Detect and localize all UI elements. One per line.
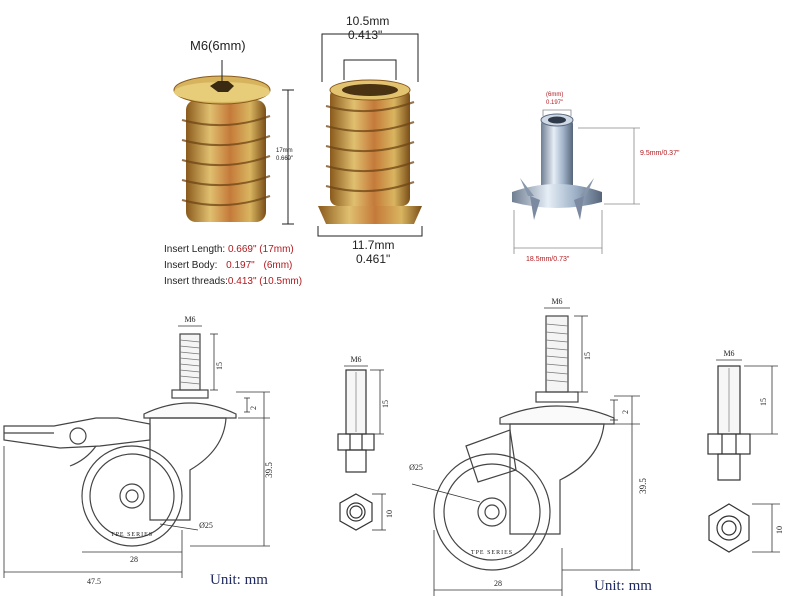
stem-1-hex: 10 (385, 510, 394, 518)
insert-thread-label: M6(6mm) (190, 38, 246, 53)
tee-nut-width: 18.5mm/0.73" (526, 256, 570, 263)
threaded-insert-left (173, 75, 271, 222)
tee-nut-dimensions (513, 109, 640, 254)
spec-insert-body: Insert Body: 0.197" (6mm) (164, 260, 293, 271)
stem-2-label: M6 (723, 349, 734, 358)
caster-brake-height: 39.5 (264, 462, 274, 478)
stem-2-length: 15 (759, 398, 768, 406)
caster-plain-wheel-width: 28 (494, 579, 502, 588)
insert-length-in: 0.669" (276, 156, 294, 162)
insert-outer-mm: 10.5mm (346, 14, 390, 28)
stem-detail-2-dimensions (716, 359, 780, 553)
caster-brake-wheel-dia: Ø25 (199, 521, 213, 530)
stem-detail-1-dimensions (344, 365, 386, 531)
caster-plain-wheel-dia: Ø25 (409, 463, 423, 472)
spec-insert-length: Insert Length: 0.669" (17mm) (164, 244, 294, 255)
unit-label-right: Unit: mm (594, 578, 652, 594)
threaded-insert-right (318, 79, 422, 224)
tee-nut-bore-in: 0.197" (546, 100, 564, 106)
caster-plain-tread: TPE SERIES (471, 550, 513, 556)
stem-detail-1 (337, 369, 375, 531)
caster-brake-stem-label: M6 (184, 315, 195, 324)
caster-brake-stem-length: 15 (215, 362, 224, 370)
insert-right-dimensions (317, 33, 423, 237)
stem-detail-2 (707, 365, 751, 553)
caster-plain-stem-label: M6 (551, 297, 562, 306)
caster-brake-wheel-width: 28 (130, 555, 138, 564)
tee-nut-height: 9.5mm/0.37" (640, 150, 680, 157)
caster-brake-dimensions (3, 325, 270, 578)
insert-outer-in: 0.413" (348, 28, 383, 42)
stem-2-hex: 10 (775, 526, 784, 534)
unit-label-left: Unit: mm (210, 572, 268, 588)
tee-nut (512, 113, 602, 220)
stem-1-length: 15 (381, 400, 390, 408)
caster-brake-tread: TPE SERIES (111, 532, 153, 538)
insert-left-dimension (221, 60, 294, 225)
insert-flange-in: 0.461" (356, 252, 391, 266)
caster-plain-stem-length: 15 (583, 352, 592, 360)
tee-nut-bore-mm: (6mm) (546, 92, 564, 98)
caster-brake-drawing (3, 333, 237, 547)
insert-length-mm: 17mm (276, 148, 293, 154)
caster-brake-plate: 2 (249, 406, 258, 410)
stem-1-label: M6 (350, 355, 361, 364)
caster-brake-reach: 47.5 (87, 577, 101, 586)
spec-insert-threads: Insert threads:0.413" (10.5mm) (164, 276, 303, 287)
insert-flange-mm: 11.7mm (352, 238, 395, 252)
caster-plain-plate: 2 (621, 410, 630, 414)
caster-plain-dimensions (411, 307, 640, 596)
caster-plain-height: 39.5 (638, 478, 648, 494)
